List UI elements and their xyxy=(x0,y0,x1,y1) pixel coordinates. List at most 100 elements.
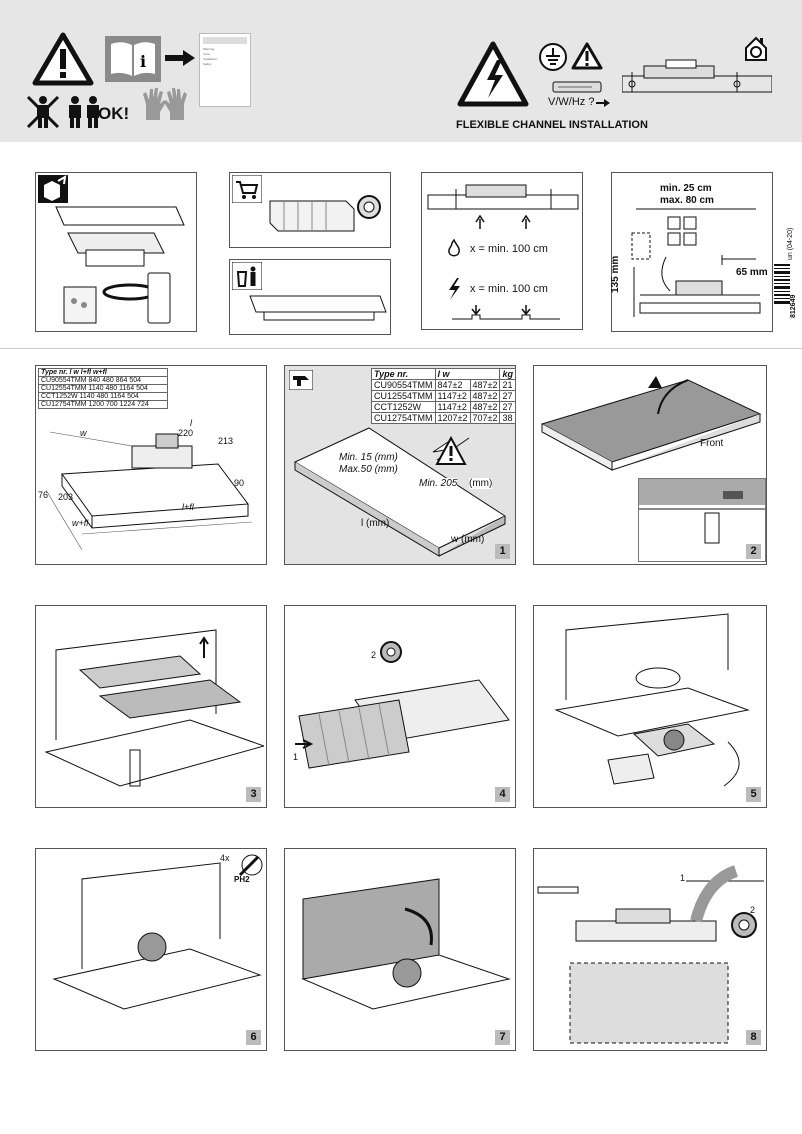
arrow-right-icon xyxy=(165,50,195,66)
ok-label: OK! xyxy=(98,104,130,123)
dim-220: 220 xyxy=(178,428,194,438)
rating-plate-icon xyxy=(552,81,602,93)
flex-channel-tape-illustration xyxy=(269,195,381,232)
step-number: 4 xyxy=(495,787,510,802)
prep-clearance-panel: x = min. 100 cm x = min. 100 cm xyxy=(421,172,583,330)
side-dist-label: 65 mm xyxy=(736,267,768,278)
socket-position-diagram xyxy=(631,208,761,317)
dim-203: 203 xyxy=(58,492,74,502)
clearance-diagram xyxy=(427,184,579,210)
step3-panel: 3 xyxy=(35,605,267,808)
step-number: 1 xyxy=(495,544,510,559)
table-row: CU12754TMM 1200 700 1224 724 xyxy=(38,400,168,409)
dim-90: 90 xyxy=(234,478,245,488)
prep-unpack-panel xyxy=(35,172,197,332)
close-hob-drawing xyxy=(301,878,511,1010)
clearance-electric-label: x = min. 100 cm xyxy=(470,283,548,295)
remove-filters-drawing xyxy=(44,629,264,787)
electric-hazard-icon xyxy=(457,41,529,107)
callout-2: 2 xyxy=(371,650,377,660)
l-dim-label: l (mm) xyxy=(361,518,390,529)
step7-panel: 7 xyxy=(284,848,516,1051)
warning-icon xyxy=(32,32,94,86)
ground-symbol-icon xyxy=(539,43,567,71)
front-label: Front xyxy=(700,438,724,449)
dimensions-panel: Type nr. l w l+fl w+fl CU90554TMM 840 48… xyxy=(35,365,267,565)
min-dist-label: min. 25 cm xyxy=(660,183,712,194)
min205-label: Min. 205 xyxy=(419,478,458,489)
table-row: CCT1252W 1140 480 1164 504 xyxy=(38,392,168,401)
gloves-icon xyxy=(143,88,187,120)
step8-panel: 1 2 8 xyxy=(533,848,767,1051)
step-number: 8 xyxy=(746,1030,761,1045)
dimension-drawing xyxy=(45,431,253,551)
caution-icon xyxy=(435,435,467,466)
home-service-icon xyxy=(745,36,767,61)
svg-text:i: i xyxy=(140,52,146,71)
min15-label: Min. 15 (mm) xyxy=(339,452,398,463)
divider xyxy=(0,348,802,349)
dimensions-table: Type nr. l w l+fl w+fl CU90554TMM 840 48… xyxy=(38,368,168,409)
step-number: 5 xyxy=(746,787,761,802)
small-arrow-icon xyxy=(596,99,610,107)
single-person-crossed-icon xyxy=(26,95,60,129)
min205-unit: (mm) xyxy=(469,478,493,489)
manual-booklet: Warning Care Installation Safety xyxy=(199,33,251,107)
unpack-illustration xyxy=(55,206,185,324)
manual-info-icon: i xyxy=(105,36,161,82)
callout-1: 1 xyxy=(293,752,299,762)
voltage-label: V/W/Hz ? xyxy=(548,96,595,108)
page-title: FLEXIBLE CHANNEL INSTALLATION xyxy=(456,119,648,131)
dim-w: w xyxy=(80,428,87,438)
unpack-box-icon xyxy=(38,175,68,203)
dim-213: 213 xyxy=(218,436,234,446)
prep-disposal-panel xyxy=(229,259,391,335)
prep-electrical-panel: min. 25 cm max. 80 cm 65 mm 135 mm xyxy=(610,172,773,332)
hob-remove-glass-drawing xyxy=(540,376,762,471)
up-arrows-icon xyxy=(475,215,531,229)
step-number: 2 xyxy=(746,544,761,559)
attach-channel-drawing xyxy=(295,641,510,769)
lightning-icon xyxy=(449,278,460,300)
shopping-cart-icon xyxy=(232,175,262,203)
route-channel-drawing xyxy=(537,865,764,1044)
step-number: 6 xyxy=(246,1030,261,1045)
barcode-number: 812649 xyxy=(790,294,797,318)
table-row: CU12554TMM 1140 480 1164 504 xyxy=(38,384,168,393)
table-row: CU90554TMM 840 480 864 504 xyxy=(38,376,168,385)
hob-frame-illustration xyxy=(249,295,387,321)
step-number: 7 xyxy=(495,1030,510,1045)
fix-fan-drawing xyxy=(52,862,262,1010)
step-number: 3 xyxy=(246,787,261,802)
small-warning-icon xyxy=(571,42,603,70)
dim-l: l xyxy=(190,418,192,428)
step4-panel: 1 2 4 xyxy=(284,605,516,808)
callout-2: 2 xyxy=(750,905,756,915)
floor-diagram xyxy=(452,305,560,320)
barcode-icon xyxy=(774,264,790,304)
screw-count: 4x xyxy=(220,853,230,863)
max50-label: Max.50 (mm) xyxy=(339,464,398,475)
max-dist-label: max. 80 cm xyxy=(660,195,714,206)
prep-accessories-panel xyxy=(229,172,391,248)
dim-wfl: w+fl xyxy=(72,518,89,528)
step2-detail-inset xyxy=(638,478,766,562)
callout-1: 1 xyxy=(680,873,686,883)
clearance-fire-label: x = min. 100 cm xyxy=(470,243,548,255)
jigsaw-icon xyxy=(289,370,313,390)
step5-panel: 5 xyxy=(533,605,767,808)
w-dim-label: w (mm) xyxy=(451,534,485,545)
channel-diagram-header xyxy=(622,59,772,93)
tool-label: PH2 xyxy=(234,875,250,884)
dims-table-header: Type nr. l w l+fl w+fl xyxy=(38,368,168,377)
doc-code-label: un (04-20) xyxy=(787,227,794,260)
step2-panel: Front 2 xyxy=(533,365,767,565)
recycle-bin-icon xyxy=(232,262,262,290)
fan-orientation-drawing xyxy=(554,613,750,787)
